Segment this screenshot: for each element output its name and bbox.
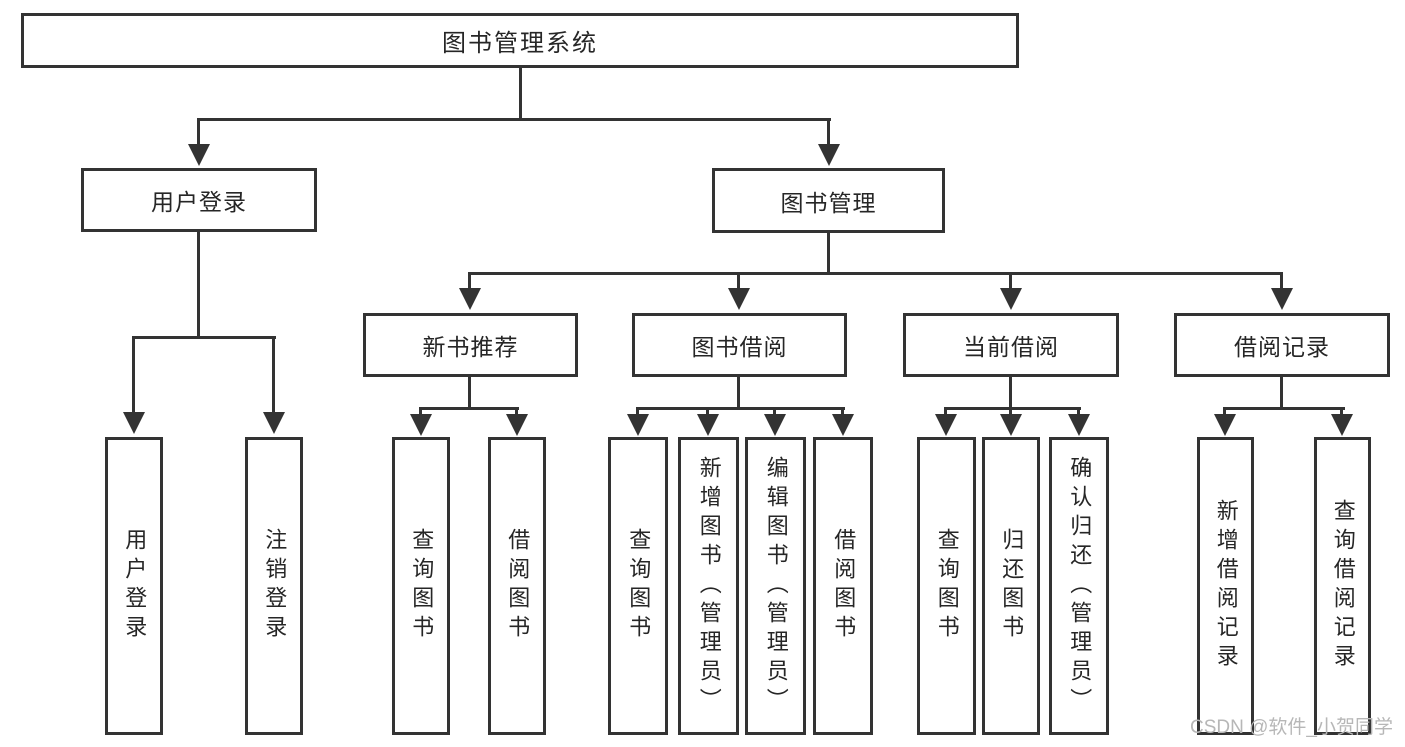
connector-line [827, 233, 830, 272]
node-add-books-admin: 新增图书（管理员） [678, 437, 739, 735]
node-query-books-recommend: 查询图书 [392, 437, 450, 735]
connector-line [636, 407, 845, 410]
arrow-down-icon [1271, 288, 1293, 310]
node-query-borrow-record: 查询借阅记录 [1314, 437, 1371, 735]
arrow-down-icon [935, 414, 957, 436]
node-borrow-books: 借阅图书 [813, 437, 873, 735]
connector-line [1077, 407, 1080, 417]
connector-line [1223, 407, 1345, 410]
node-user-login-group: 用户登录 [81, 168, 317, 232]
arrow-down-icon [459, 288, 481, 310]
arrow-down-icon [263, 412, 285, 434]
connector-line [132, 336, 276, 339]
connector-line [515, 407, 518, 417]
connector-line [1280, 377, 1283, 407]
arrow-down-icon [627, 414, 649, 436]
connector-line [706, 407, 709, 417]
node-current-borrowing: 当前借阅 [903, 313, 1119, 377]
connector-line [1009, 407, 1012, 417]
csdn-watermark: CSDN @软件_小贺同学 [1190, 717, 1393, 738]
node-return-books: 归还图书 [982, 437, 1040, 735]
node-query-books-current: 查询图书 [917, 437, 976, 735]
arrow-down-icon [1000, 414, 1022, 436]
node-borrowing-records: 借阅记录 [1174, 313, 1390, 377]
connector-line [468, 272, 1283, 275]
connector-line [468, 377, 471, 407]
arrow-down-icon [818, 144, 840, 166]
connector-line [1223, 407, 1226, 417]
arrow-down-icon [1000, 288, 1022, 310]
node-logout: 注销登录 [245, 437, 303, 735]
connector-line [419, 407, 422, 417]
arrow-down-icon [728, 288, 750, 310]
node-add-borrow-record: 新增借阅记录 [1197, 437, 1254, 735]
connector-line [737, 272, 740, 290]
connector-line [132, 336, 135, 414]
arrow-down-icon [123, 412, 145, 434]
connector-line [773, 407, 776, 417]
node-book-management: 图书管理 [712, 168, 945, 233]
node-book-borrowing: 图书借阅 [632, 313, 847, 377]
connector-line [737, 377, 740, 407]
node-query-books-borrow: 查询图书 [608, 437, 668, 735]
arrow-down-icon [1214, 414, 1236, 436]
connector-line [1280, 272, 1283, 290]
connector-line [841, 407, 844, 417]
connector-line [944, 407, 1081, 410]
connector-line [636, 407, 639, 417]
arrow-down-icon [1068, 414, 1090, 436]
node-user-login: 用户登录 [105, 437, 163, 735]
connector-line [1009, 377, 1012, 407]
connector-line [272, 336, 275, 414]
connector-line [197, 118, 831, 121]
connector-line [944, 407, 947, 417]
connector-line [1340, 407, 1343, 417]
connector-line [1009, 272, 1012, 290]
arrow-down-icon [832, 414, 854, 436]
node-edit-books-admin: 编辑图书（管理员） [745, 437, 806, 735]
node-library-management-system: 图书管理系统 [21, 13, 1019, 68]
arrow-down-icon [764, 414, 786, 436]
arrow-down-icon [188, 144, 210, 166]
node-borrow-books-recommend: 借阅图书 [488, 437, 546, 735]
connector-line [827, 118, 830, 146]
node-new-book-recommendation: 新书推荐 [363, 313, 578, 377]
connector-line [419, 407, 519, 410]
arrow-down-icon [506, 414, 528, 436]
arrow-down-icon [410, 414, 432, 436]
connector-line [519, 68, 522, 118]
connector-line [468, 272, 471, 290]
connector-line [197, 231, 200, 336]
connector-line [197, 118, 200, 146]
arrow-down-icon [697, 414, 719, 436]
arrow-down-icon [1331, 414, 1353, 436]
node-confirm-return-admin: 确认归还（管理员） [1049, 437, 1109, 735]
